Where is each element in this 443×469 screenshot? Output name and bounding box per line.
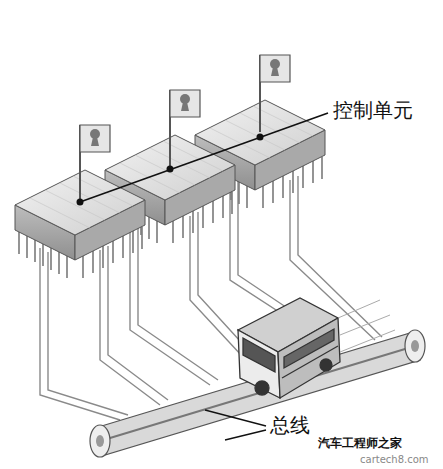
- watermark: 汽车工程师之家: [318, 437, 402, 451]
- watermark: cartech8.com: [360, 454, 429, 466]
- part-label: 总线: [270, 414, 310, 437]
- part-label: 控制单元: [333, 99, 413, 122]
